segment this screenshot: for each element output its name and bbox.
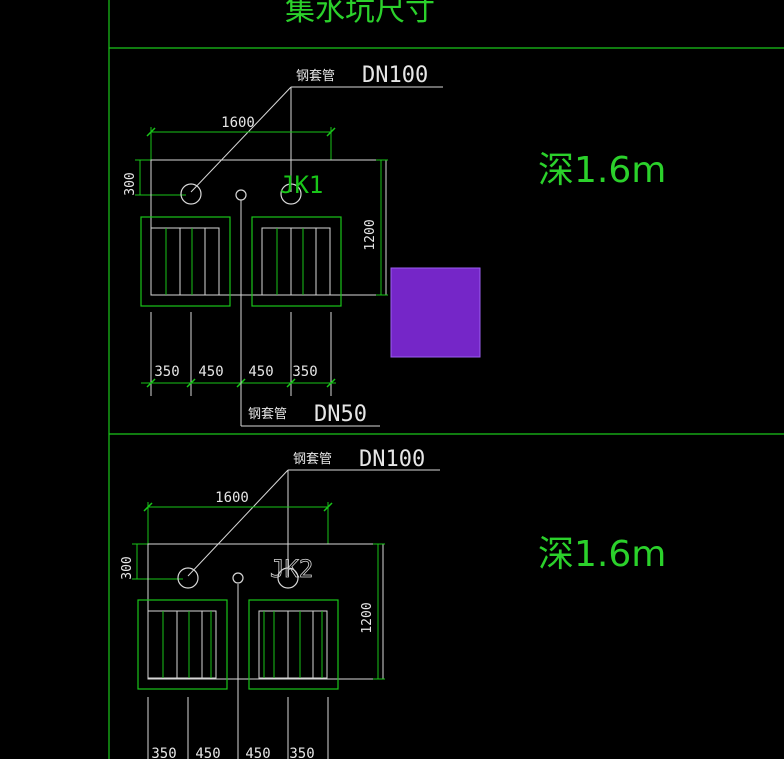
bottom-dimension-text: 350	[151, 746, 176, 759]
bottom-dimension-text: 450	[245, 746, 270, 759]
dimension-tick	[326, 127, 336, 137]
pipe-circle-dn100	[277, 567, 299, 589]
depth-label: 深1.6m	[538, 534, 666, 575]
leader-line	[187, 469, 289, 577]
pipe-circle-dn100	[280, 183, 302, 205]
pit-block-jk2[interactable]: 钢套管 DN100 1600 300 1200 JK2	[120, 447, 666, 759]
dimension-tick	[143, 502, 153, 512]
pit-label: JK1	[280, 171, 323, 199]
pipe-circle-dn50	[232, 572, 244, 584]
pipe-size-top: DN100	[359, 447, 425, 472]
dimension-tick	[146, 127, 156, 137]
grate-right	[248, 599, 339, 690]
selection-highlight-box[interactable]	[390, 267, 481, 358]
bottom-dimension-text: 350	[289, 746, 314, 759]
pipe-circle-dn100	[180, 183, 202, 205]
pipe-label-bottom: 钢套管	[248, 406, 287, 422]
bottom-dimension-text: 450	[248, 364, 273, 380]
pit-label: JK2	[270, 555, 313, 583]
leader-line	[190, 86, 292, 193]
bottom-dimension-chain	[141, 312, 336, 396]
drawing-title: 集水坑尺寸	[285, 0, 435, 28]
pipe-size-top: DN100	[362, 63, 428, 88]
pipe-circle-dn100	[177, 567, 199, 589]
pipe-size-bottom: DN50	[314, 402, 367, 427]
height-dimension-text: 1200	[360, 602, 375, 633]
bottom-dimension-text: 450	[195, 746, 220, 759]
bottom-dimension-text: 350	[292, 364, 317, 380]
height-dimension-text: 1200	[363, 219, 378, 250]
dimension-tick	[323, 502, 333, 512]
pipe-label-top: 钢套管	[296, 68, 335, 84]
bottom-dimension-text: 450	[198, 364, 223, 380]
width-dimension-text: 1600	[215, 490, 249, 506]
grate-left	[140, 216, 231, 307]
bottom-dimension-text: 350	[154, 364, 179, 380]
offset-dimension-text: 300	[123, 172, 138, 195]
offset-dimension-text: 300	[120, 556, 135, 579]
pipe-label-top: 钢套管	[293, 451, 332, 467]
bottom-dimension-chain	[147, 584, 329, 759]
grate-left	[137, 599, 228, 690]
grate-right	[251, 216, 342, 307]
depth-label: 深1.6m	[538, 150, 666, 191]
width-dimension-text: 1600	[221, 115, 255, 131]
pit-block-jk1[interactable]: 钢套管 DN100 1600 300 1200 JK1	[123, 63, 666, 427]
